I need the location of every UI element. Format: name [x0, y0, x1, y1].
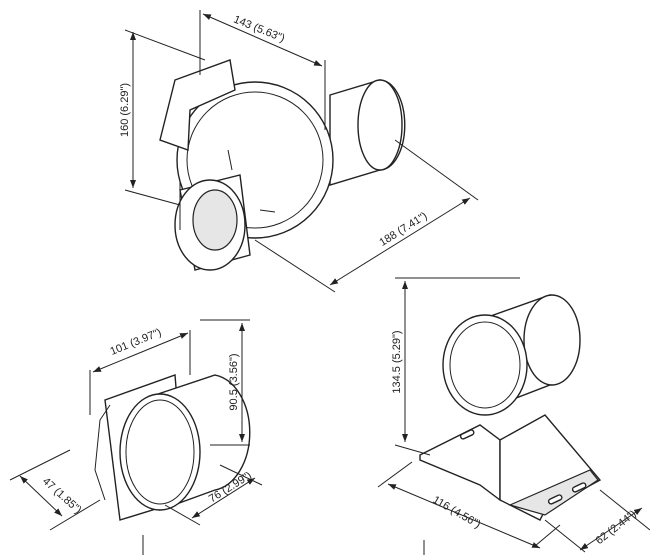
bracket-length-dimension: 116 (4.56"): [430, 494, 482, 531]
adapter-flange-dimension: 47 (1.85"): [40, 475, 84, 516]
adapter-width-dimension: 101 (3.97"): [109, 327, 164, 358]
adapter-drawing: 101 (3.97") 90.5 (3.56") 47 (1.85") 76 (…: [9, 319, 263, 555]
blower-width-dimension: 143 (5.63"): [232, 14, 287, 45]
bracket-drawing: 134.5 (5.29") 116 (4.56") 62 (2.44"): [377, 277, 650, 555]
adapter-height-dimension: 90.5 (3.56"): [228, 353, 240, 410]
blower-height-dimension: 160 (6.29"): [119, 83, 131, 137]
bracket-height-dimension: 134.5 (5.29"): [391, 330, 403, 393]
blower-depth-dimension: 188 (7.41"): [377, 210, 429, 249]
bracket-width-dimension: 62 (2.44"): [594, 508, 639, 547]
blower-drawing: 143 (5.63") 160 (6.29") 188 (7.41"): [119, 10, 479, 293]
